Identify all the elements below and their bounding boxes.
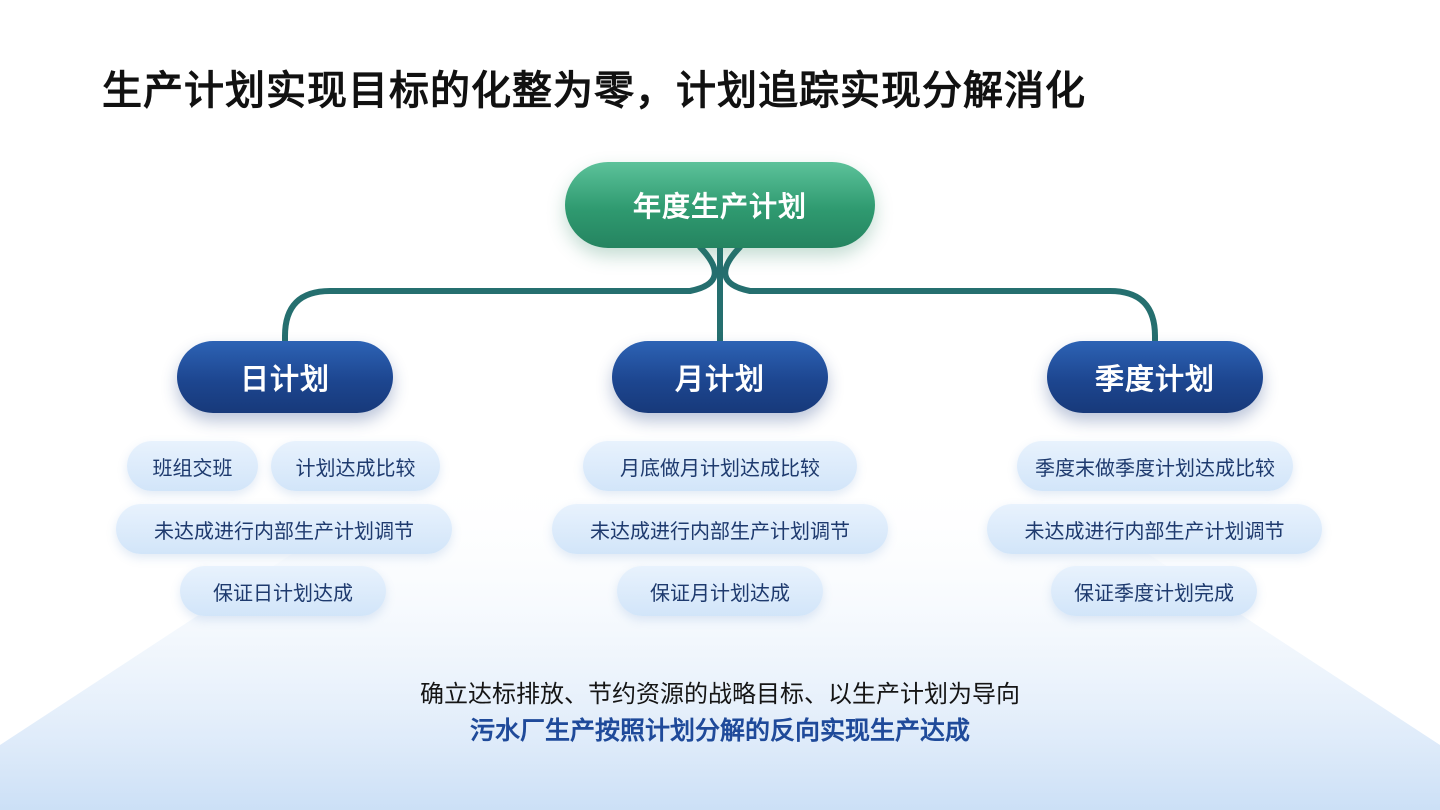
daily-item-shift-handover: 班组交班 bbox=[127, 441, 258, 491]
monthly-item-adjust: 未达成进行内部生产计划调节 bbox=[552, 504, 888, 554]
monthly-item-compare: 月底做月计划达成比较 bbox=[583, 441, 857, 491]
quarterly-item-compare: 季度末做季度计划达成比较 bbox=[1017, 441, 1293, 491]
footer-highlight-line: 污水厂生产按照计划分解的反向实现生产达成 bbox=[469, 716, 970, 745]
monthly-item-guarantee: 保证月计划达成 bbox=[617, 566, 823, 616]
quarterly-item-guarantee: 保证季度计划完成 bbox=[1051, 566, 1257, 616]
daily-plan-node: 日计划 bbox=[177, 341, 393, 413]
quarterly-item-adjust: 未达成进行内部生产计划调节 bbox=[987, 504, 1322, 554]
daily-item-guarantee: 保证日计划达成 bbox=[180, 566, 386, 616]
daily-item-plan-compare: 计划达成比较 bbox=[271, 441, 440, 491]
slide-title: 生产计划实现目标的化整为零，计划追踪实现分解消化 bbox=[102, 68, 1086, 114]
quarterly-plan-node: 季度计划 bbox=[1047, 341, 1263, 413]
connector-left bbox=[282, 244, 718, 348]
daily-item-adjust: 未达成进行内部生产计划调节 bbox=[116, 504, 452, 554]
footer-strategy-line: 确立达标排放、节约资源的战略目标、以生产计划为导向 bbox=[420, 680, 1020, 708]
connector-right bbox=[722, 244, 1158, 348]
annual-plan-node: 年度生产计划 bbox=[565, 162, 875, 248]
monthly-plan-node: 月计划 bbox=[612, 341, 828, 413]
